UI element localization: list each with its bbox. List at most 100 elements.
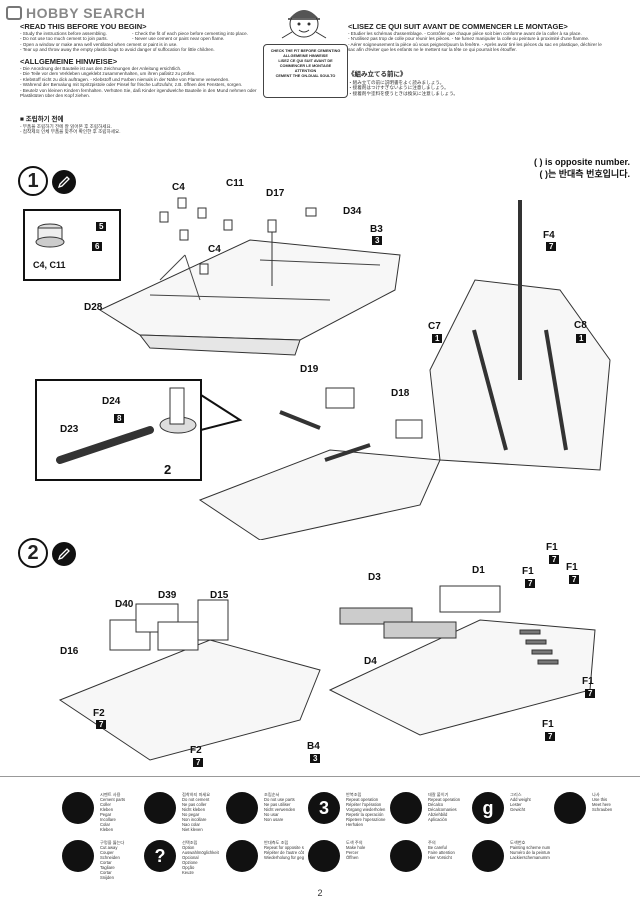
hull-deck-bow bbox=[328, 619, 596, 736]
label-qty: 2 bbox=[164, 462, 172, 477]
d4-part bbox=[383, 621, 457, 639]
label-f1-d-num: 7 bbox=[585, 689, 596, 698]
label-d34: D34 bbox=[343, 206, 362, 217]
paint-icon bbox=[308, 840, 340, 872]
d19-part bbox=[325, 387, 355, 409]
c8-mast bbox=[544, 329, 568, 451]
step-2-number: 2 bbox=[18, 538, 48, 568]
boom-part-1 bbox=[279, 410, 321, 430]
hull-deck-mid bbox=[198, 449, 441, 540]
label-d40: D40 bbox=[115, 599, 134, 610]
label-f1-a: F1 bbox=[546, 542, 558, 553]
hobby-search-logo: HOBBY SEARCH bbox=[6, 4, 156, 22]
kr-instructions: - 부품을 조립하기 전에 잘 읽어본 후 조립하세요. - 접착제의 인체 부… bbox=[20, 124, 121, 135]
fr-instructions: - Etudier les schémas d'assemblage. - Co… bbox=[348, 31, 602, 53]
en-instructions-right: - Check the fit of each piece before cem… bbox=[132, 31, 248, 42]
en-instructions-left: - Study the instructions before assembli… bbox=[20, 31, 215, 53]
opposite-side-icon bbox=[226, 840, 258, 872]
label-f4: F4 bbox=[543, 230, 555, 241]
step-2-diagram bbox=[58, 585, 596, 761]
d18-part bbox=[395, 419, 423, 439]
label-f4-num: 7 bbox=[546, 242, 557, 251]
no-cement-icon bbox=[144, 792, 176, 824]
label-d28: D28 bbox=[84, 302, 103, 313]
label-d17: D17 bbox=[266, 188, 285, 199]
label-f1-e-num: 7 bbox=[545, 732, 556, 741]
inset-part-base bbox=[35, 236, 65, 248]
caution-sign-box: CHECK THE FIT BEFORE CEMENTING ALLGEMEIN… bbox=[263, 44, 348, 98]
remove-parts-icon bbox=[226, 792, 258, 824]
label-f1-b: F1 bbox=[522, 566, 534, 577]
d39-part bbox=[157, 621, 199, 651]
d23-part bbox=[56, 426, 154, 464]
label-c11: C11 bbox=[226, 178, 244, 189]
c7-mast bbox=[472, 329, 508, 451]
en-title: <READ THIS BEFORE YOU BEGIN> bbox=[20, 22, 147, 31]
label-f1-c: F1 bbox=[566, 562, 578, 573]
cement-icon bbox=[62, 792, 94, 824]
reference-note: ( ) is opposite number. ( )는 반대측 번호입니다. bbox=[533, 157, 630, 179]
boom-part-2 bbox=[324, 443, 371, 462]
hull-side-1 bbox=[138, 334, 301, 356]
glue-icon: g bbox=[472, 792, 504, 824]
label-c7-num: 1 bbox=[432, 334, 443, 343]
label-d23: D23 bbox=[60, 424, 79, 435]
drill-icon bbox=[62, 840, 94, 872]
pencil-icon bbox=[52, 170, 76, 194]
label-f1-c-num: 7 bbox=[569, 575, 580, 584]
logo-text: HOBBY SEARCH bbox=[26, 5, 146, 21]
label-b3-num: 3 bbox=[372, 236, 383, 245]
pencil-icon-2 bbox=[52, 542, 76, 566]
d3-part bbox=[339, 607, 413, 625]
painting-icon bbox=[472, 840, 504, 872]
label-b3: B3 bbox=[370, 224, 383, 235]
jp-title: 《組み立てる前に》 bbox=[348, 71, 407, 78]
decal-icon bbox=[390, 792, 422, 824]
bollard-parts bbox=[159, 197, 233, 275]
label-inset-num-6: 6 bbox=[92, 242, 103, 251]
caution-icon bbox=[390, 840, 422, 872]
label-f1-e: F1 bbox=[542, 719, 554, 730]
kr-title: ■ 조립하기 전에 bbox=[20, 116, 64, 123]
repeat-icon: 3 bbox=[308, 792, 340, 824]
label-d16: D16 bbox=[60, 646, 79, 657]
label-c8: C8 bbox=[574, 320, 587, 331]
label-d24: D24 bbox=[102, 396, 121, 407]
label-c8-num: 1 bbox=[576, 334, 587, 343]
label-b4-num: 3 bbox=[310, 754, 321, 763]
label-inset-num-5: 5 bbox=[96, 222, 107, 231]
step-1-number: 1 bbox=[18, 166, 48, 196]
label-d19: D19 bbox=[300, 364, 319, 375]
logo-mark-icon bbox=[6, 6, 22, 20]
label-f2-b: F2 bbox=[190, 745, 202, 756]
mid-inset-pointer bbox=[200, 393, 243, 432]
label-d24-num: 8 bbox=[114, 414, 125, 423]
label-f2-a: F2 bbox=[93, 708, 105, 719]
d24-part bbox=[169, 387, 185, 425]
label-inset-part: C4, C11 bbox=[33, 260, 66, 270]
label-d39: D39 bbox=[158, 590, 177, 601]
label-d15: D15 bbox=[210, 590, 229, 601]
fr-title: <LISEZ CE QUI SUIT AVANT DE COMMENCER LE… bbox=[348, 22, 568, 31]
d34-part bbox=[305, 207, 317, 217]
